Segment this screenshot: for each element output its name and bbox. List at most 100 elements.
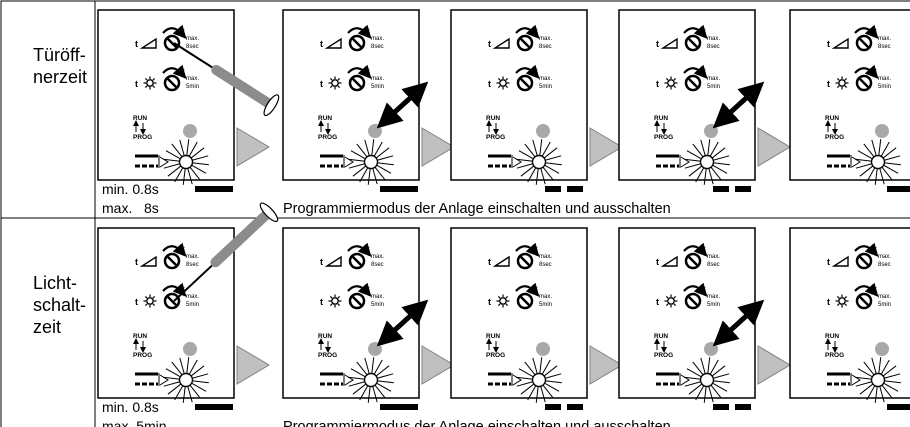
door-time-knob: + bbox=[162, 24, 187, 52]
sensor-lens-icon bbox=[159, 374, 169, 386]
screwdriver-icon bbox=[173, 202, 279, 302]
sensor-lens-icon bbox=[851, 374, 861, 386]
door-icon bbox=[831, 37, 849, 49]
door-icon bbox=[324, 37, 342, 49]
door-time-knob: + bbox=[515, 24, 540, 52]
light-time-knob-slot bbox=[166, 77, 178, 89]
light-time-knob: + bbox=[854, 282, 879, 310]
t-label: t bbox=[488, 297, 491, 307]
t-label: t bbox=[320, 257, 323, 267]
light-time-rotate-arrow-icon bbox=[683, 282, 708, 297]
t-label: t bbox=[827, 79, 830, 89]
flash-light-center bbox=[699, 372, 715, 388]
device-front bbox=[97, 227, 235, 399]
row-2: Licht-schalt-zeitt+max.8sect+max.5minRUN… bbox=[33, 202, 910, 427]
light-max-value: 5min bbox=[186, 302, 199, 308]
signal-short-bar bbox=[713, 404, 729, 410]
light-icon bbox=[331, 79, 339, 87]
light-time-knob-slot bbox=[858, 295, 870, 307]
next-step-triangle-icon bbox=[236, 345, 270, 385]
door-max-value: 8sec bbox=[539, 262, 552, 268]
min-time-text: min. 0.8s bbox=[102, 181, 159, 197]
light-time-plus-sign: + bbox=[181, 285, 185, 292]
door-icon bbox=[660, 255, 678, 267]
door-time-knob-slot bbox=[351, 255, 363, 267]
door-time-knob: + bbox=[854, 242, 879, 270]
next-step-triangle-icon bbox=[589, 345, 623, 385]
door-time-rotate-arrow-icon bbox=[347, 24, 372, 39]
light-time-plus-sign: + bbox=[366, 285, 370, 292]
door-time-knob-slot bbox=[519, 255, 531, 267]
t-label: t bbox=[827, 297, 830, 307]
prog-label: PROG bbox=[825, 134, 844, 141]
light-time-knob: + bbox=[347, 64, 372, 92]
flash-light-icon bbox=[516, 139, 562, 185]
signal-long-bar bbox=[380, 404, 418, 410]
light-max-value: 5min bbox=[878, 84, 891, 90]
light-max-word: max. bbox=[707, 76, 720, 82]
t-label: t bbox=[320, 79, 323, 89]
run-label: RUN bbox=[318, 333, 332, 340]
prog-label: PROG bbox=[486, 134, 505, 141]
door-time-plus-sign: + bbox=[873, 245, 877, 252]
light-time-plus-sign: + bbox=[534, 67, 538, 74]
light-time-knob: + bbox=[683, 282, 708, 310]
light-max-value: 5min bbox=[186, 84, 199, 90]
light-max-value: 5min bbox=[707, 84, 720, 90]
row-label-line: zeit bbox=[33, 317, 61, 337]
door-time-rotate-arrow-icon bbox=[854, 24, 879, 39]
light-time-knob-slot bbox=[687, 295, 699, 307]
door-time-plus-sign: + bbox=[366, 27, 370, 34]
door-time-knob: + bbox=[347, 24, 372, 52]
light-icon bbox=[146, 79, 154, 87]
press-double-arrow-icon bbox=[376, 299, 429, 347]
run-label: RUN bbox=[825, 333, 839, 340]
led-indicator bbox=[536, 124, 550, 138]
light-time-plus-sign: + bbox=[702, 285, 706, 292]
flash-light-icon bbox=[348, 139, 394, 185]
light-icon bbox=[838, 297, 846, 305]
light-icon bbox=[499, 297, 507, 305]
light-icon bbox=[146, 297, 154, 305]
door-time-plus-sign: + bbox=[534, 245, 538, 252]
light-max-value: 5min bbox=[371, 84, 384, 90]
door-max-word: max. bbox=[707, 254, 720, 260]
light-icon bbox=[667, 79, 675, 87]
sensor-lens-icon bbox=[159, 156, 169, 168]
door-time-knob-slot bbox=[858, 37, 870, 49]
light-icon bbox=[499, 79, 507, 87]
door-max-word: max. bbox=[186, 254, 199, 260]
light-max-value: 5min bbox=[539, 84, 552, 90]
flash-light-icon bbox=[855, 357, 901, 403]
device-front bbox=[450, 227, 588, 399]
light-time-knob: + bbox=[515, 64, 540, 92]
door-max-value: 8sec bbox=[707, 44, 720, 50]
sensor-lens-icon bbox=[851, 156, 861, 168]
door-icon bbox=[139, 255, 157, 267]
led-indicator bbox=[183, 342, 197, 356]
light-time-knob-slot bbox=[519, 295, 531, 307]
light-time-plus-sign: + bbox=[873, 285, 877, 292]
next-step-triangle-icon bbox=[589, 127, 623, 167]
door-time-plus-sign: + bbox=[534, 27, 538, 34]
t-label: t bbox=[135, 297, 138, 307]
light-icon bbox=[331, 297, 339, 305]
light-time-knob: + bbox=[683, 64, 708, 92]
light-max-word: max. bbox=[539, 294, 552, 300]
light-time-rotate-arrow-icon bbox=[854, 282, 879, 297]
light-max-value: 5min bbox=[539, 302, 552, 308]
flash-light-center bbox=[870, 154, 886, 170]
t-label: t bbox=[656, 297, 659, 307]
signal-short-bar bbox=[567, 404, 583, 410]
max-time-text: max. 5min. bbox=[102, 418, 170, 427]
light-max-word: max. bbox=[539, 76, 552, 82]
led-indicator bbox=[536, 342, 550, 356]
row-1: Türöff-nerzeitt+max.8sect+max.5minRUNPRO… bbox=[33, 9, 910, 217]
light-max-value: 5min bbox=[371, 302, 384, 308]
prog-label: PROG bbox=[133, 352, 152, 359]
light-time-knob-slot bbox=[351, 295, 363, 307]
signal-short-bar bbox=[545, 404, 561, 410]
